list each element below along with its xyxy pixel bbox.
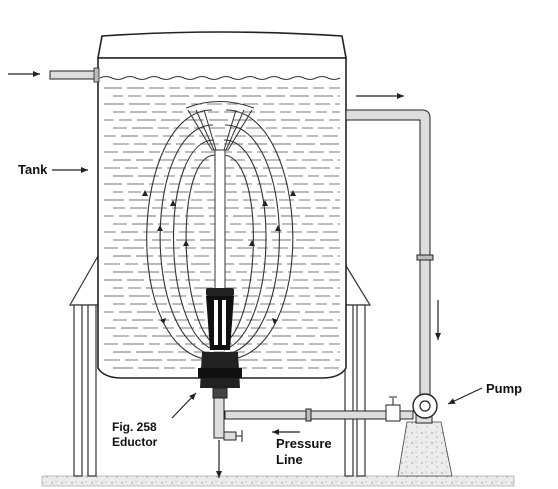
- streamline-right-1: [225, 109, 294, 361]
- streamline-right-4: [222, 154, 254, 346]
- flow-arrowheads: [142, 190, 296, 324]
- pressure-label-line1: Pressure: [276, 436, 332, 451]
- discharge-plume: [185, 101, 255, 151]
- streamline-left-1: [146, 109, 213, 361]
- eductor-arrow: [171, 392, 197, 419]
- pressure-line: [224, 396, 414, 422]
- tank-label: Tank: [18, 162, 48, 177]
- circulation-streamlines: [146, 109, 294, 361]
- streamline-left-3: [172, 139, 215, 351]
- suction-pipe: [345, 109, 434, 396]
- ground: [41, 475, 515, 487]
- inlet-pipe: [49, 67, 100, 83]
- streamline-left-2: [159, 124, 214, 356]
- streamline-right-3: [223, 139, 267, 351]
- pump: [397, 393, 453, 477]
- pressure-label-line2: Line: [276, 452, 303, 467]
- water-surface: [99, 76, 341, 80]
- drain-pipe: [213, 397, 243, 442]
- streamline-right-2: [224, 124, 280, 356]
- water-hatching: [104, 87, 340, 369]
- tank-support-frame: [68, 253, 372, 477]
- eductor-label-line2: Eductor: [112, 435, 158, 449]
- pump-label: Pump: [486, 381, 523, 396]
- pump-arrow: [447, 387, 483, 405]
- eductor: [198, 149, 242, 399]
- eductor-label-line1: Fig. 258: [112, 420, 157, 434]
